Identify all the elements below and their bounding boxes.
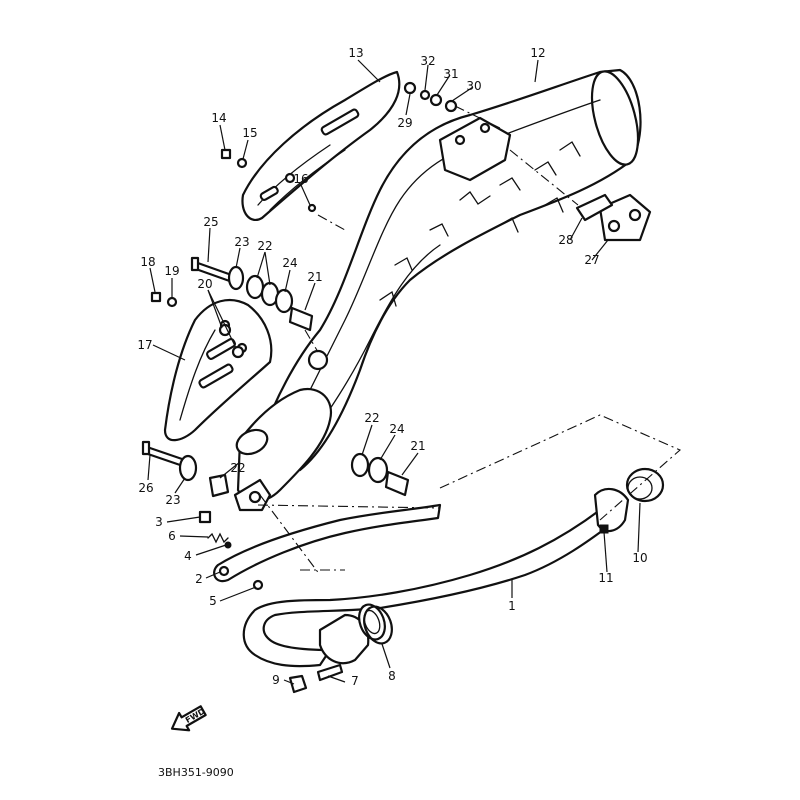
label-part-15: 15 <box>242 126 257 140</box>
label-part-27: 27 <box>584 253 599 267</box>
label-part-26: 26 <box>138 481 153 495</box>
label-part-2: 2 <box>195 572 203 586</box>
stay-drawing <box>213 503 442 583</box>
muffler-drawing <box>233 68 642 512</box>
label-part-23-lower: 23 <box>165 493 180 507</box>
label-part-24-lower: 24 <box>389 422 404 436</box>
label-part-22-lower-left: 22 <box>230 461 245 475</box>
label-part-22-upper: 22 <box>257 239 272 253</box>
label-part-31: 31 <box>443 67 458 81</box>
label-part-7: 7 <box>351 674 359 688</box>
label-part-3: 3 <box>155 515 163 529</box>
label-part-9: 9 <box>272 673 280 687</box>
drawing-code: 3BH351-9090 <box>158 766 234 779</box>
label-part-1: 1 <box>508 599 516 613</box>
label-part-4: 4 <box>184 549 192 563</box>
label-part-11: 11 <box>598 571 613 585</box>
label-part-29: 29 <box>397 116 412 130</box>
label-part-8: 8 <box>388 669 396 683</box>
assembly-lines <box>257 105 682 576</box>
label-part-12: 12 <box>530 46 545 60</box>
leader-lines <box>147 59 641 685</box>
forward-direction-arrow: FWD <box>170 705 207 732</box>
label-part-18: 18 <box>140 255 155 269</box>
heat-protector-upper-drawing <box>241 70 401 221</box>
label-part-17: 17 <box>137 338 152 352</box>
label-part-30: 30 <box>466 79 481 93</box>
label-part-28: 28 <box>558 233 573 247</box>
label-part-10: 10 <box>632 551 647 565</box>
heat-protector-lower-drawing <box>163 298 273 442</box>
part-number-labels: 1 2 3 4 5 6 7 8 9 10 11 12 13 14 15 16 1… <box>137 46 647 688</box>
label-part-22-lower-right: 22 <box>364 411 379 425</box>
label-part-24-upper: 24 <box>282 256 297 270</box>
label-part-19: 19 <box>164 264 179 278</box>
label-part-32: 32 <box>420 54 435 68</box>
label-part-16: 16 <box>293 172 308 186</box>
label-part-25: 25 <box>203 215 218 229</box>
label-part-13: 13 <box>348 46 363 60</box>
label-part-23-upper: 23 <box>234 235 249 249</box>
label-part-5: 5 <box>209 594 217 608</box>
hardware-drawings <box>141 81 665 694</box>
label-part-14: 14 <box>211 111 226 125</box>
label-part-20: 20 <box>197 277 212 291</box>
label-part-6: 6 <box>168 529 176 543</box>
label-part-21-lower: 21 <box>410 439 425 453</box>
label-part-21-upper: 21 <box>307 270 322 284</box>
